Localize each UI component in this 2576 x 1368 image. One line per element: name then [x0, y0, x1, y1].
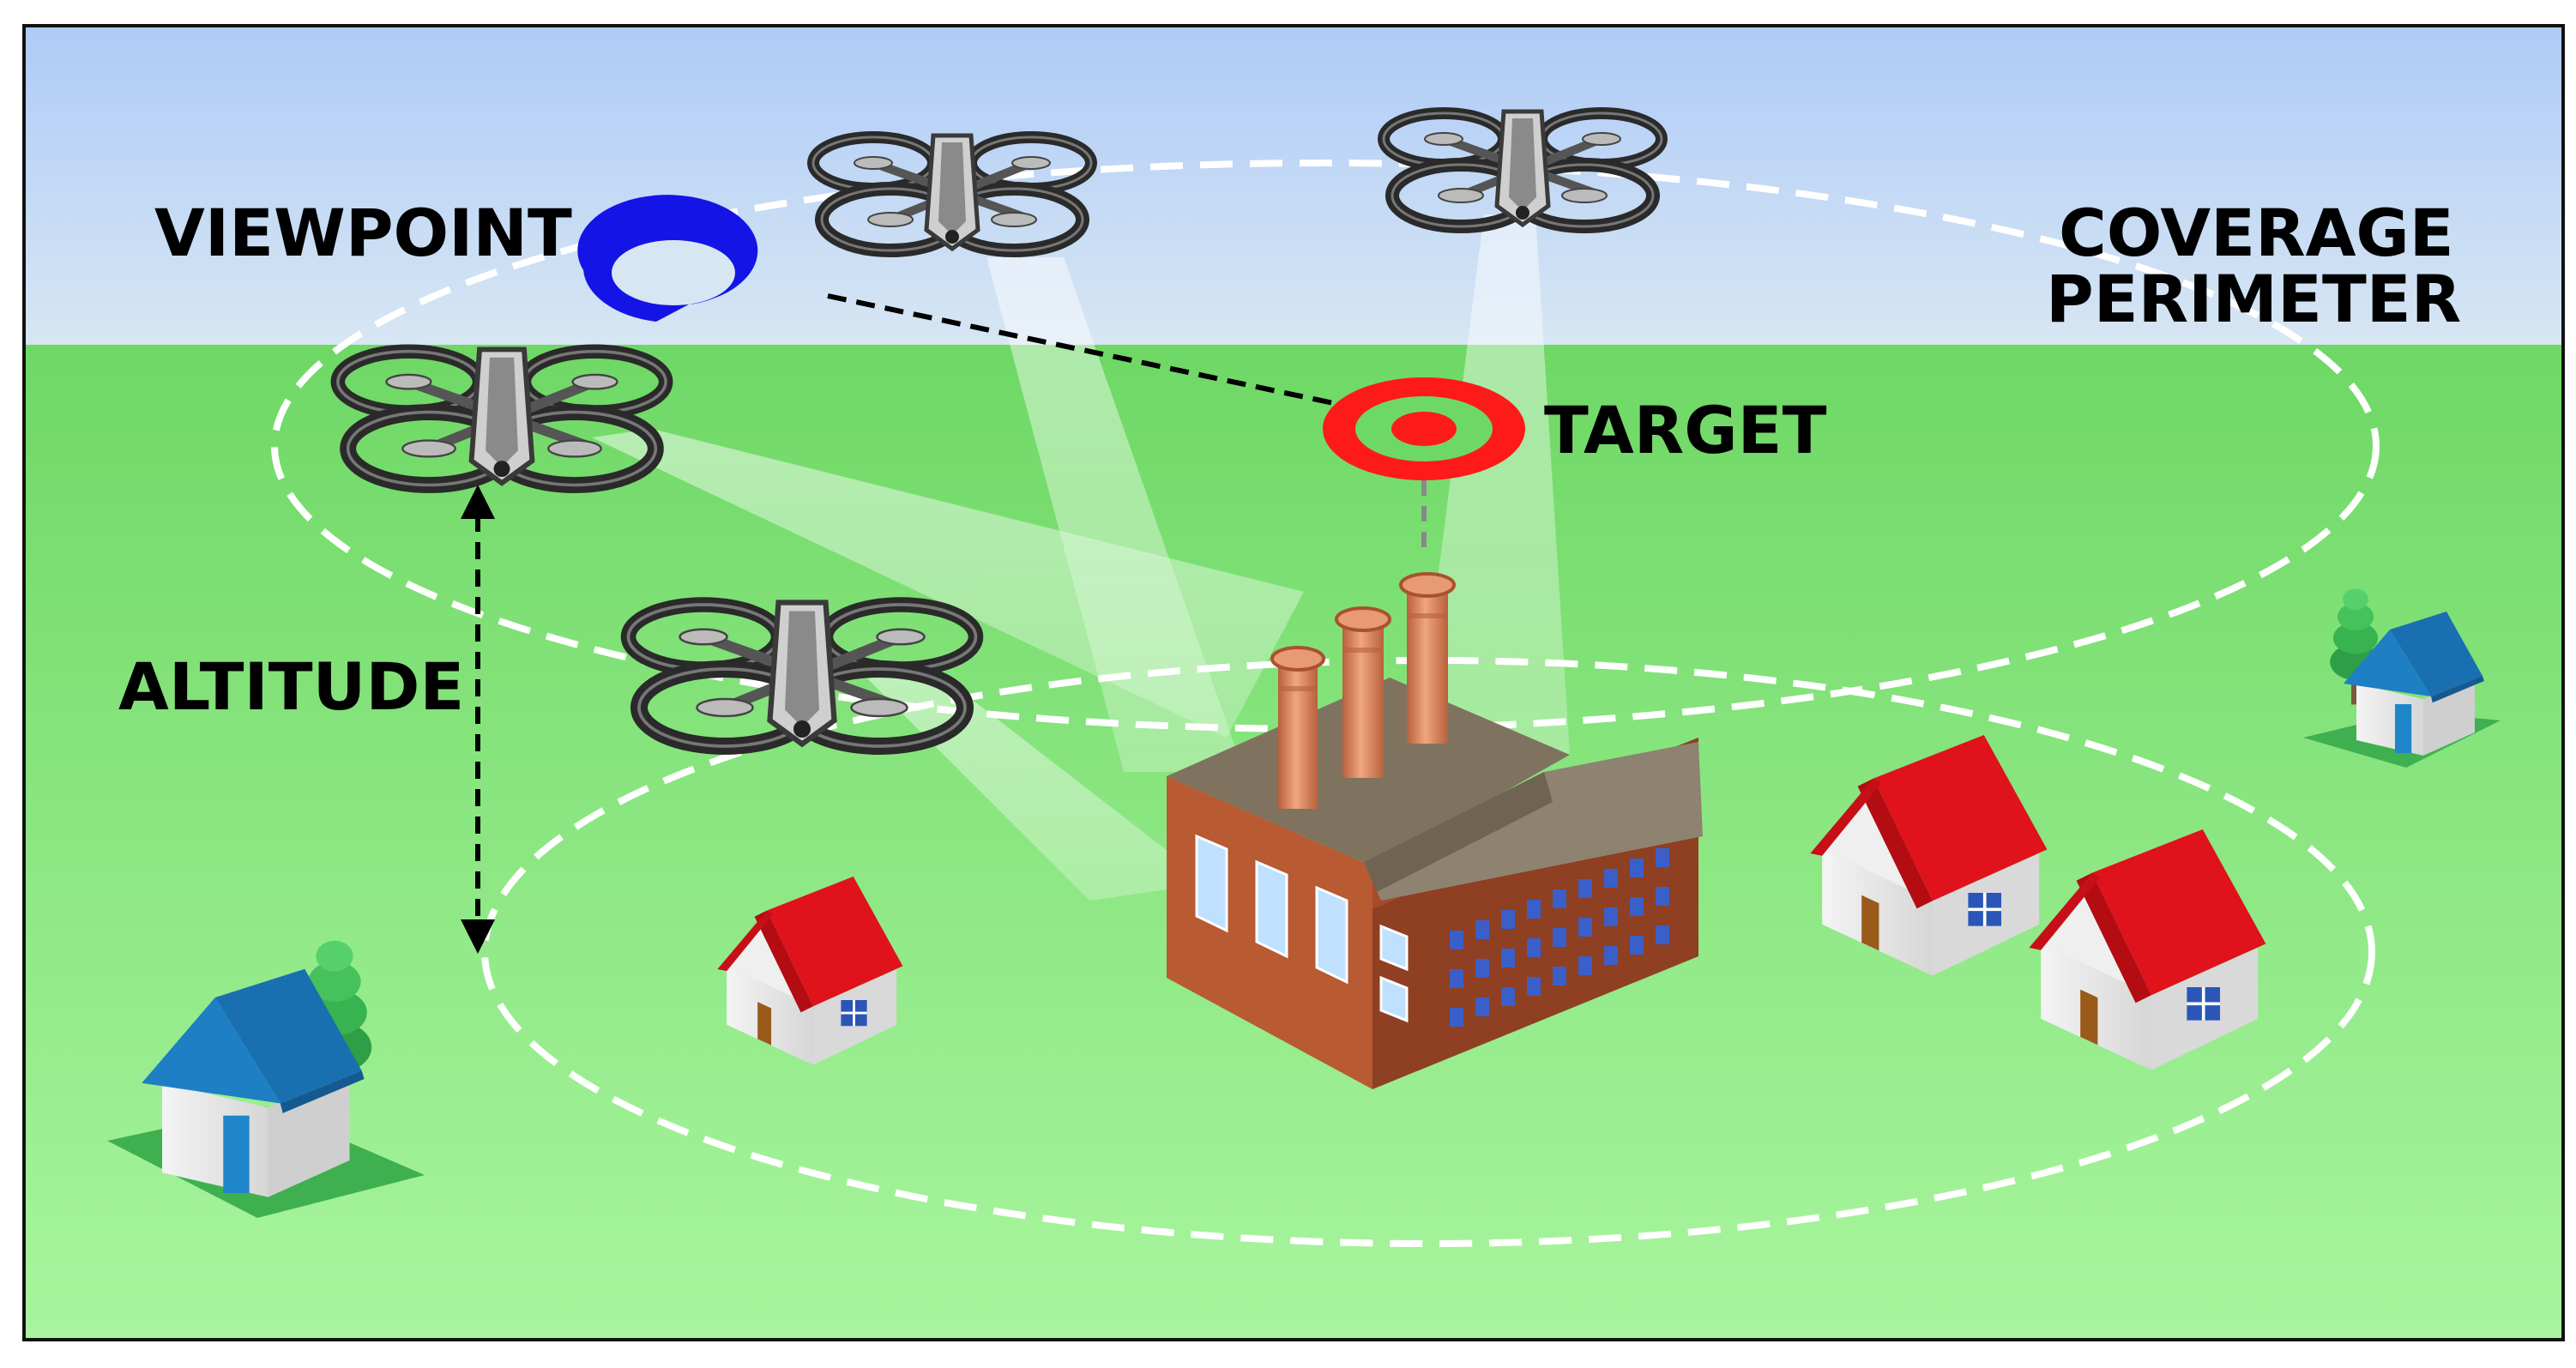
target-label: TARGET [1544, 392, 1827, 468]
factory-icon [1167, 572, 1703, 1089]
diagram-border [22, 24, 2565, 1341]
coverage-label-line2: PERIMETER [2046, 261, 2461, 337]
target-marker-icon [1323, 377, 1525, 480]
viewpoint-to-target-line [827, 293, 1395, 419]
viewpoint-marker-icon [577, 195, 758, 322]
camera-beams [592, 214, 1570, 901]
coverage-label-line1: COVERAGE [2059, 195, 2454, 271]
coverage-perimeter-ring [271, 160, 2380, 732]
altitude-arrow [461, 485, 495, 954]
viewpoint-label: VIEWPOINT [154, 195, 572, 271]
altitude-label: ALTITUDE [118, 648, 464, 725]
factory-chimneys [1270, 572, 1456, 809]
factory-windows [1450, 848, 1669, 1027]
